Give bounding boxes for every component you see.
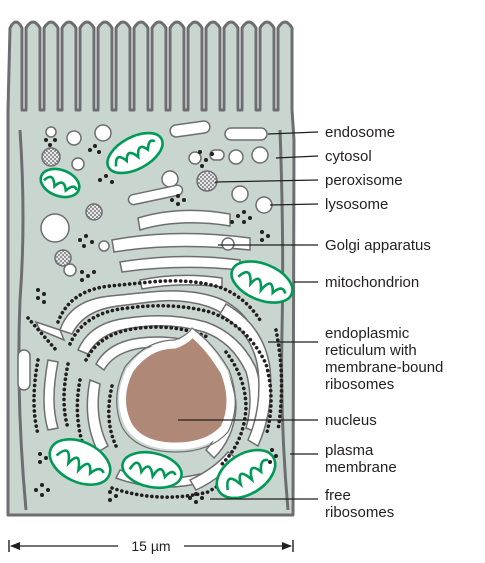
label-lysosome: lysosome: [325, 196, 388, 213]
label-plasma-membrane-line-1: plasma: [325, 442, 374, 459]
label-er-line-1: endoplasmic: [325, 325, 410, 342]
label-free-ribosomes-line-1: free: [325, 487, 351, 504]
label-endosome: endosome: [325, 124, 395, 141]
scale-bar-label: 15 µm: [131, 538, 170, 554]
label-er-line-3: membrane-bound: [325, 359, 443, 376]
scale-bar: 15 µm: [9, 538, 293, 554]
label-er-line-2: reticulum with: [325, 342, 417, 359]
label-cytosol: cytosol: [325, 148, 372, 165]
label-plasma-membrane-line-2: membrane: [325, 459, 397, 476]
labels: endosome cytosol peroxisome lysosome Gol…: [325, 124, 443, 521]
label-mitochondrion: mitochondrion: [325, 274, 419, 291]
label-golgi: Golgi apparatus: [325, 237, 431, 254]
label-er-line-4: ribosomes: [325, 376, 394, 393]
label-free-ribosomes-line-2: ribosomes: [325, 504, 394, 521]
label-peroxisome: peroxisome: [325, 172, 403, 189]
label-nucleus: nucleus: [325, 412, 377, 429]
